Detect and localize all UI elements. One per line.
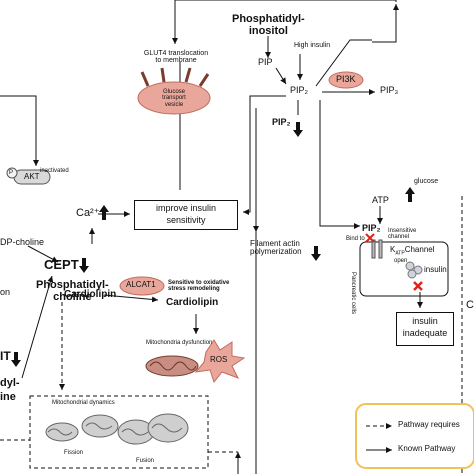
pancreatic-label: Pancreatic cells: [350, 272, 356, 315]
top-loop-line: [172, 0, 397, 44]
glucose-label: glucose: [414, 178, 439, 185]
ine-fragment: ine: [0, 391, 16, 403]
akt-p-label: P: [9, 170, 14, 176]
pi3k-ellipse: [328, 71, 364, 89]
mito-dynamics-label: Mitochondrial dynamics: [52, 400, 115, 406]
phosphatidylinositol-label: Phosphatidyl- inositol: [232, 13, 305, 37]
inactivated-label: inactivated: [40, 168, 69, 174]
pip-label: PIP: [258, 57, 273, 67]
alcat1-ellipse: [119, 276, 165, 296]
insensitive-channel-label: Insensitive channel: [388, 228, 417, 241]
legend-box: [355, 403, 474, 469]
pi3k-label: PI3K: [336, 74, 356, 84]
ca-label: Ca²⁺: [76, 207, 100, 219]
mito-dysfunction-label: Mitochondria dysfunction: [146, 340, 213, 346]
fission-label: Fission: [64, 450, 84, 456]
pip2-left-line: [243, 95, 286, 215]
ros-burst: [194, 339, 246, 384]
channel-bar-left: [371, 239, 376, 259]
pip2-label: PIP₂: [290, 85, 308, 95]
cardiolipin-left-label: Cardiolipin: [64, 289, 117, 300]
pip-to-pip2-arrow: [275, 67, 287, 85]
akt-p-circle: [6, 167, 18, 179]
fusion-label: Fusion: [136, 458, 155, 464]
granule-red-x: [413, 281, 423, 291]
dyl-fragment: dyl-: [0, 377, 20, 389]
channel-bar-right: [378, 239, 383, 259]
glut4-label: GLUT4 translocation to membrane: [143, 50, 209, 65]
cardiolipin-right-label: Cardiolipin: [166, 297, 219, 308]
cept-label: CEPT: [44, 257, 79, 272]
mito-fusion-2: [147, 413, 189, 443]
pip2-to-pip3-top: [315, 39, 372, 87]
katp-channel-label: KATPChannel: [390, 245, 435, 257]
it-fragment: IT: [0, 349, 11, 363]
cdp-choline-label: DP-choline: [0, 237, 45, 247]
alcat1-label: ALCAT1: [126, 280, 156, 289]
granule-3: [407, 269, 417, 279]
alcat1-arrow: [103, 294, 159, 303]
pip3-up-line: [372, 4, 399, 43]
mito-dysfunction-icon: [145, 355, 199, 377]
pip3-label: PIP₃: [380, 85, 399, 95]
pip2-right-label: PIP₂: [362, 223, 381, 233]
mito-fission-1: [45, 422, 79, 442]
pip2-right-branch: [319, 100, 360, 229]
channel-red-x: [365, 233, 375, 243]
left-akt-line: [0, 95, 39, 166]
pip2-down-label: PIP₂: [272, 117, 291, 127]
filament-actin-label: Filament actin polymerization: [250, 239, 302, 257]
improve-insulin-box: improve insulin sensitivity: [134, 200, 238, 230]
high-insulin-label: High insulin: [294, 42, 331, 49]
phosphatidylcholine-label: Phosphatidyl- choline: [36, 279, 109, 303]
vesicle-leg-2: [160, 67, 166, 83]
insulin-small-label: insulin: [424, 265, 447, 274]
bold-arrows: [11, 122, 415, 367]
sensitive-oxidative-label: Sensitive to oxidative stress remodeling: [168, 280, 230, 293]
glucose-vesicle-label: Glucose transport vesicle: [162, 89, 186, 108]
legend-solid-label: Known Pathway: [398, 444, 456, 453]
vesicle-leg-1: [140, 71, 150, 87]
dyl-to-pc-arrow: [21, 275, 54, 379]
on-fragment: on: [0, 287, 11, 297]
akt-label: AKT: [24, 172, 40, 181]
cdp-to-pc-arrow: [27, 245, 59, 263]
mito-dynamics-box: [29, 395, 209, 469]
open-label: open: [394, 258, 408, 264]
ros-label: ROS: [210, 355, 228, 364]
glucose-vesicle: [137, 81, 211, 115]
insulin-inadequate-box: insulin inadequate: [396, 312, 454, 346]
atp-label: ATP: [372, 195, 389, 205]
vesicle-leg-3: [184, 67, 192, 83]
bind-to-label: Bind to: [346, 236, 365, 242]
mito-fission-2: [81, 414, 119, 438]
right-edge-letter: C: [466, 299, 474, 311]
legend-dashed-label: Pathway requires: [398, 420, 460, 429]
vesicle-leg-4: [198, 73, 210, 87]
